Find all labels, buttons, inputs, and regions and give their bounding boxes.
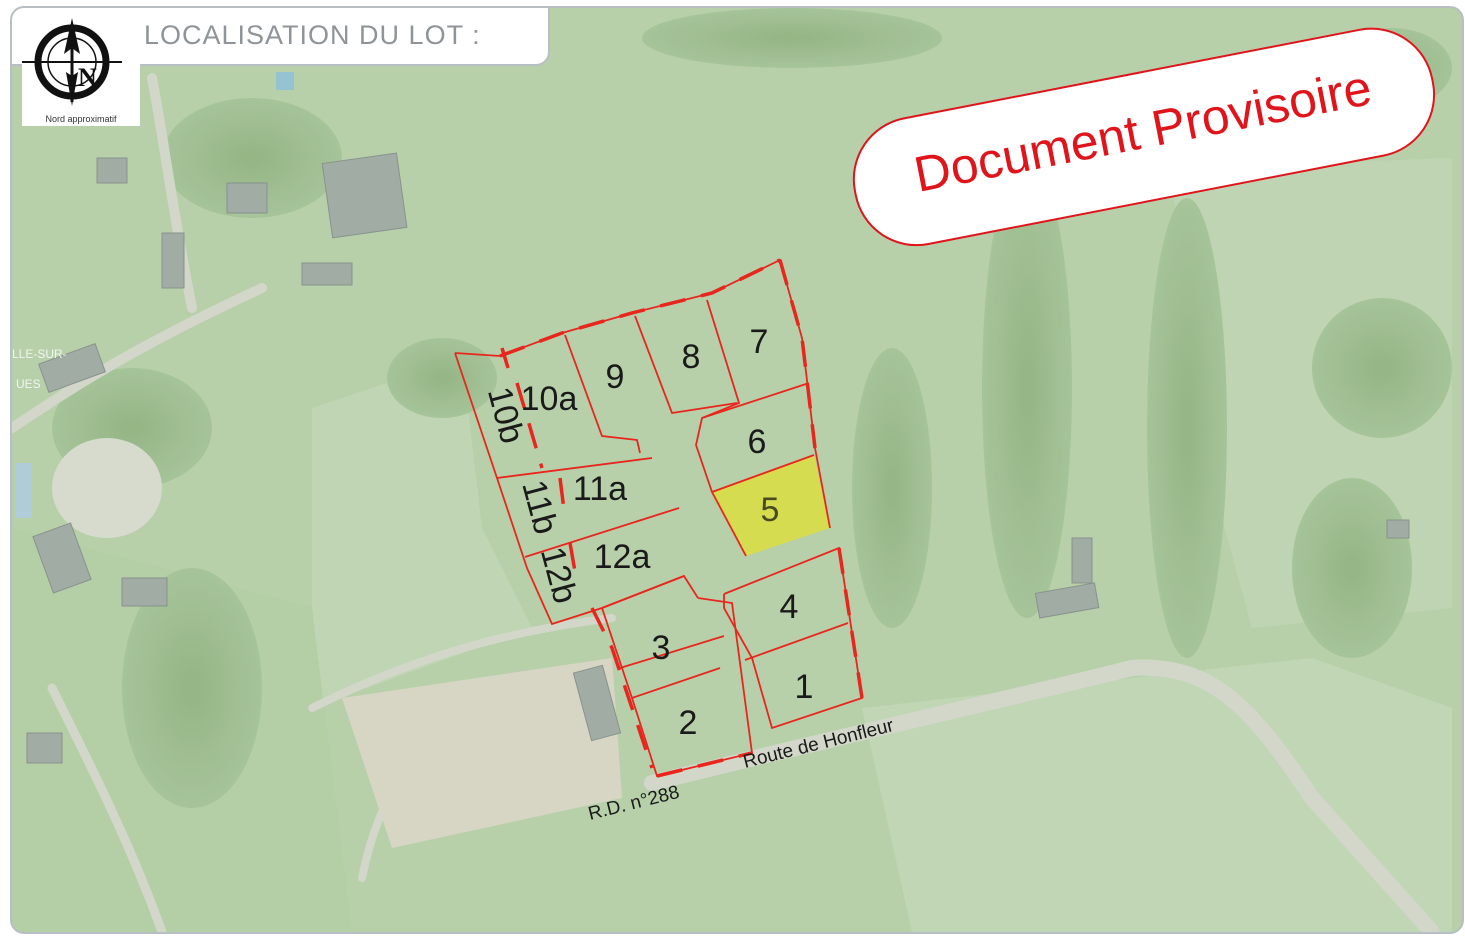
survey-lines (499, 258, 864, 778)
north-arrow-compass-icon: N Nord approximatif (22, 14, 140, 126)
lot-label-1[interactable]: 1 (795, 668, 814, 706)
map-frame: 1 2 3 4 5 6 7 8 9 10a 10b 11a 11b 12a 12… (10, 6, 1464, 934)
village-label-2: UES (16, 377, 41, 391)
village-label: LLE-SUR- (12, 347, 67, 361)
pool (276, 72, 294, 90)
lot-label-7[interactable]: 7 (750, 323, 769, 361)
lot-5-highlight[interactable] (712, 455, 830, 556)
compass-graphic: N (22, 18, 122, 106)
lot-label-3[interactable]: 3 (652, 629, 671, 667)
greenhouse (16, 463, 32, 518)
lot-label-2[interactable]: 2 (679, 704, 698, 742)
lot-label-12a[interactable]: 12a (594, 538, 651, 576)
lot-label-8[interactable]: 8 (682, 338, 701, 376)
compass-north-letter: N (78, 63, 97, 92)
lot-label-5[interactable]: 5 (761, 491, 780, 529)
page-title: LOCALISATION DU LOT : (144, 20, 481, 50)
lot-label-9[interactable]: 9 (606, 358, 625, 396)
lot-label-10a[interactable]: 10a (521, 380, 578, 418)
buildings (26, 152, 1410, 764)
farmyard (342, 658, 622, 848)
driveway-loop (52, 438, 162, 538)
lot-label-6[interactable]: 6 (748, 423, 767, 461)
lot-label-11a[interactable]: 11a (573, 470, 627, 508)
compass-label: Nord approximatif (45, 114, 117, 124)
lot-label-4[interactable]: 4 (780, 588, 799, 626)
